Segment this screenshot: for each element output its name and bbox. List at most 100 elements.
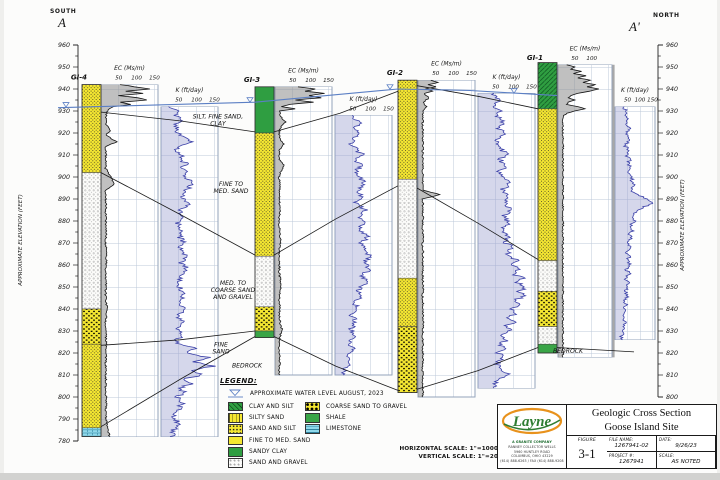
litho-layer-sand_and_silt xyxy=(254,132,275,257)
section-a-label: A xyxy=(58,15,66,30)
company-line: 5960 HUNTLEY ROAD xyxy=(514,449,550,454)
legend-heading: LEGEND: xyxy=(220,377,258,385)
litho-layer-sand_and_gravel xyxy=(537,326,558,345)
plot-tick-label: 150 xyxy=(526,84,537,90)
elevation-tick-label: 940 xyxy=(666,86,678,93)
project-cell: PROJECT #: 1267941 xyxy=(607,452,657,468)
legend-label: SAND AND SILT xyxy=(249,426,296,433)
curve xyxy=(618,106,654,341)
legend-swatch-shale xyxy=(305,413,320,423)
elevation-tick-label: 790 xyxy=(58,416,70,423)
elevation-tick-label: 950 xyxy=(666,64,678,71)
water-level-marker xyxy=(62,102,70,108)
litho-layer-sand_and_gravel xyxy=(81,172,102,310)
well-name-label: GI-4 xyxy=(71,74,87,82)
litho-layer-clay_and_silt xyxy=(537,62,558,110)
plot-title: EC (Ms/m) xyxy=(288,67,319,74)
elevation-tick-label: 900 xyxy=(666,174,678,181)
project-label: PROJECT #: xyxy=(609,453,635,458)
elevation-tick-label: 810 xyxy=(58,372,70,379)
legend-label: FINE TO MED. SAND xyxy=(249,437,311,444)
north-label: NORTH xyxy=(653,12,680,19)
elevation-tick-label: 890 xyxy=(666,196,678,203)
south-label: SOUTH xyxy=(50,8,77,15)
legend-label: SANDY CLAY xyxy=(249,448,288,455)
legend-item-coarse_sand_to_gravel: COARSE SAND TO GRAVEL xyxy=(305,401,407,412)
legend: LEGEND: APPROXIMATE WATER LEVEL AUGUST, … xyxy=(220,377,488,471)
legend-swatch-coarse_sand_to_gravel xyxy=(305,401,320,412)
drawing-title-line2: Goose Island Site xyxy=(604,422,679,434)
plot-tick-label: 50 xyxy=(571,56,579,62)
curve xyxy=(277,86,325,376)
water-level-marker xyxy=(510,88,518,94)
elevation-tick-label: 820 xyxy=(666,350,678,357)
layne-logo: Layne xyxy=(501,407,563,435)
curve-fill xyxy=(478,93,526,389)
unit-label: SILT, FINE SAND,CLAY xyxy=(193,114,243,128)
litho-layer-sand_and_silt xyxy=(81,84,102,173)
plot-tick-label: 50 xyxy=(432,71,440,77)
curve-fill xyxy=(558,64,599,358)
elevation-axis-right: 9609509409309209109008908808708608508408… xyxy=(657,42,678,401)
figure-number: 3-1 xyxy=(578,446,596,461)
elevation-tick-label: 850 xyxy=(58,284,70,291)
curve xyxy=(490,93,527,389)
plot-tick-label: 150 xyxy=(323,78,334,84)
litho-layer-sand_and_silt xyxy=(397,79,418,180)
company-line: A GRANITE COMPANY xyxy=(512,440,552,444)
legend-swatch-fine_to_med_sand xyxy=(228,435,243,446)
elevation-tick-label: 910 xyxy=(58,152,70,159)
title-block-grid: FILE NAME: 1267941-02 DATE: 9/26/23 FIGU… xyxy=(567,436,716,468)
legend-item-shale: SHALE xyxy=(305,412,407,423)
drawing-title-line1: Geologic Cross Section xyxy=(591,408,692,419)
plot-grid xyxy=(160,106,219,437)
elevation-tick-label: 920 xyxy=(58,130,70,137)
elevation-tick-label: 880 xyxy=(58,218,70,225)
elevation-tick-label: 830 xyxy=(58,328,70,335)
svg-text:Layne: Layne xyxy=(512,414,552,430)
elevation-tick-label: 960 xyxy=(666,42,678,49)
plot-tick-label: 50 xyxy=(175,98,183,104)
file-name-value: 1267941-02 xyxy=(614,443,649,449)
water-level-marker xyxy=(386,84,394,90)
legend-label: CLAY AND SILT xyxy=(249,403,294,410)
plot-title: EC (Ms/m) xyxy=(114,65,145,72)
project-value: 1267941 xyxy=(619,459,644,465)
right-axis-title: APPROXIMATE ELEVATION (FEET) xyxy=(680,179,686,272)
litho-layer-coarse_sand_to_gravel xyxy=(254,306,275,332)
plot-tick-label: 150 xyxy=(209,98,220,104)
litho-layer-coarse_sand_to_gravel xyxy=(537,291,558,327)
litho-layer-sand_and_silt xyxy=(397,277,418,327)
curve xyxy=(561,64,599,358)
water-level-line xyxy=(57,84,558,109)
legend-item-sand_and_silt: SAND AND SILT xyxy=(228,424,311,435)
litho-layer-sand_and_gravel xyxy=(537,260,558,292)
legend-swatch-sandy_clay xyxy=(228,447,243,457)
plot-tick-label: 100 xyxy=(586,56,597,62)
legend-item-limestone: LIMESTONE xyxy=(305,424,407,435)
unit-label: BEDROCK xyxy=(553,348,584,355)
figure-cell: FIGURE 3-1 xyxy=(567,436,607,468)
plot-tick-label: 50 xyxy=(115,76,123,82)
plot-title: K (ft/day) xyxy=(349,96,377,103)
plot-tick-label: 50 xyxy=(289,78,297,84)
legend-swatch-sand_and_silt xyxy=(228,424,243,434)
elevation-tick-label: 890 xyxy=(58,196,70,203)
plot-title: K (ft/day) xyxy=(492,74,520,81)
litho-layer-sandy_clay xyxy=(254,86,275,134)
well-name-label: GI-2 xyxy=(387,69,403,77)
plot-tick-label: 100 xyxy=(448,71,459,77)
curve-fill xyxy=(418,80,440,397)
legend-swatch-clay_and_silt xyxy=(228,401,243,412)
elevation-tick-label: 910 xyxy=(666,152,678,159)
left-axis-title: APPROXIMATE ELEVATION (FEET) xyxy=(18,194,24,287)
drawing-title: Geologic Cross Section Goose Island Site xyxy=(567,405,716,436)
vertical-scale-note: VERTICAL SCALE: 1"=20' xyxy=(418,454,500,461)
elevation-tick-label: 840 xyxy=(58,306,70,313)
